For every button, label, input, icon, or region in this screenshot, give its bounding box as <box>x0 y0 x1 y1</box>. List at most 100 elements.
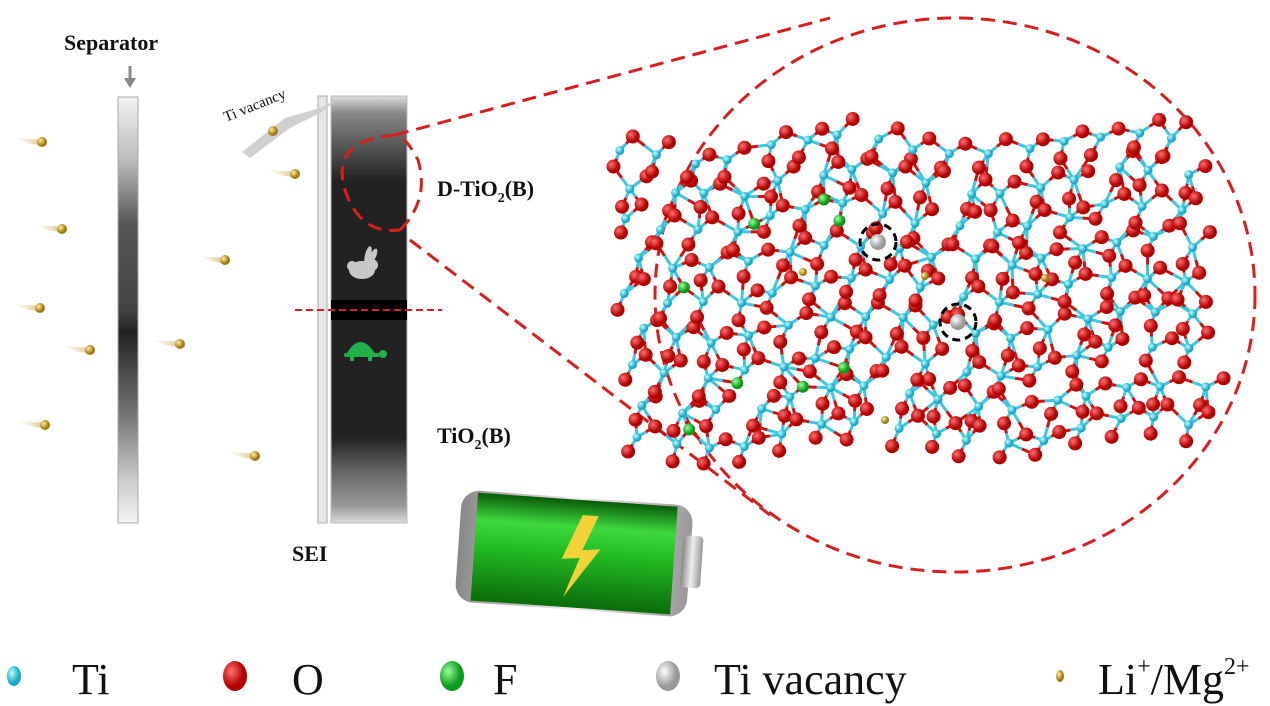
o-atom <box>736 269 751 284</box>
o-atom <box>1201 325 1216 340</box>
o-atom <box>751 351 766 366</box>
o-atom <box>1077 327 1092 342</box>
o-atom <box>606 159 621 174</box>
o-atom <box>1088 334 1103 349</box>
ti-atom <box>847 164 857 174</box>
ti-atom <box>944 149 954 159</box>
ti-atom <box>996 371 1006 381</box>
sei-label: SEI <box>292 541 327 566</box>
o-atom <box>630 335 645 350</box>
ion <box>60 345 95 355</box>
o-atom <box>925 439 940 454</box>
zoom-source-circle-right <box>394 133 423 232</box>
o-atom <box>875 363 890 378</box>
o-atom <box>667 208 682 223</box>
o-atom <box>756 176 771 191</box>
ti-atom <box>856 241 866 251</box>
o-atom <box>1005 213 1020 228</box>
f-atom <box>677 281 690 294</box>
ti-atom <box>926 252 936 262</box>
ti-atom <box>1143 165 1153 175</box>
o-atom <box>826 340 841 355</box>
ti-atom <box>1036 183 1046 193</box>
f-atom <box>731 377 744 390</box>
ti-atom <box>962 367 972 377</box>
zoom-target-circle <box>653 16 1257 574</box>
ti-atom <box>1137 201 1147 211</box>
o-atom <box>1098 376 1113 391</box>
ti-atom <box>704 262 714 272</box>
ti-atom <box>698 297 708 307</box>
ti-atom <box>671 332 681 342</box>
ti-atom <box>894 423 904 433</box>
o-atom <box>995 271 1010 286</box>
ti-atom <box>739 442 749 452</box>
o-atom <box>648 419 663 434</box>
ti-atom <box>861 312 871 322</box>
o-atom <box>839 432 854 447</box>
ti-atom <box>744 331 754 341</box>
ti-atom <box>671 188 681 198</box>
ti-atom <box>659 368 669 378</box>
o-atom <box>1035 132 1050 147</box>
ti-atom <box>1069 175 1079 185</box>
ti-atom <box>885 274 895 284</box>
ti-atom <box>1043 325 1053 335</box>
legend-item-o: O <box>223 655 324 704</box>
o-atom <box>1051 165 1066 180</box>
o-atom <box>711 279 726 294</box>
rabbit-icon <box>347 246 378 279</box>
o-atom <box>784 270 799 285</box>
ti-atom <box>627 360 637 370</box>
o-atom <box>696 456 711 471</box>
o-atom <box>848 393 863 408</box>
o-atom <box>910 408 925 423</box>
f-atom <box>833 214 846 227</box>
ti-atom-icon <box>7 666 21 686</box>
o-atom <box>810 257 825 272</box>
ti-atom <box>826 383 836 393</box>
ti-atom <box>1078 244 1088 254</box>
legend-item-f: F <box>440 655 517 704</box>
legend-item-ti: Ti <box>7 655 110 704</box>
o-atom <box>1044 272 1059 287</box>
o-atom <box>1019 427 1034 442</box>
o-atom <box>1128 215 1143 230</box>
o-atom <box>761 242 776 257</box>
f-atom <box>748 217 761 230</box>
o-atom <box>673 353 688 368</box>
ti-atom <box>826 312 836 322</box>
o-atom <box>610 302 625 317</box>
o-atom <box>1162 218 1177 233</box>
ti-atom <box>722 155 732 165</box>
o-atom <box>777 408 792 423</box>
o-atom <box>943 380 958 395</box>
o-atom <box>1118 258 1133 273</box>
o-atom <box>1115 331 1130 346</box>
crystal-lattice <box>606 111 1231 471</box>
o-atom <box>845 111 860 126</box>
o-atom <box>1094 230 1109 245</box>
o-atom <box>1057 306 1072 321</box>
o-atom <box>628 412 643 427</box>
o-atom <box>913 190 928 205</box>
o-atom <box>751 430 766 445</box>
o-atom <box>1052 225 1067 240</box>
ti-atom <box>637 400 647 410</box>
o-atom <box>1216 371 1231 386</box>
o-atom <box>789 412 804 427</box>
o-atom <box>1108 318 1123 333</box>
ti-atom <box>785 392 795 402</box>
ti-atom <box>672 439 682 449</box>
o-atom <box>766 388 781 403</box>
o-atom <box>717 169 732 184</box>
o-atom <box>1179 434 1194 449</box>
ti-atom <box>1006 333 1016 343</box>
o-atom <box>1007 174 1022 189</box>
ion <box>881 416 889 424</box>
o-atom <box>1152 112 1167 127</box>
ti-atom <box>970 254 980 264</box>
ti-atom <box>619 289 629 299</box>
ti-atom <box>1142 274 1152 284</box>
ti-atom <box>995 189 1005 199</box>
